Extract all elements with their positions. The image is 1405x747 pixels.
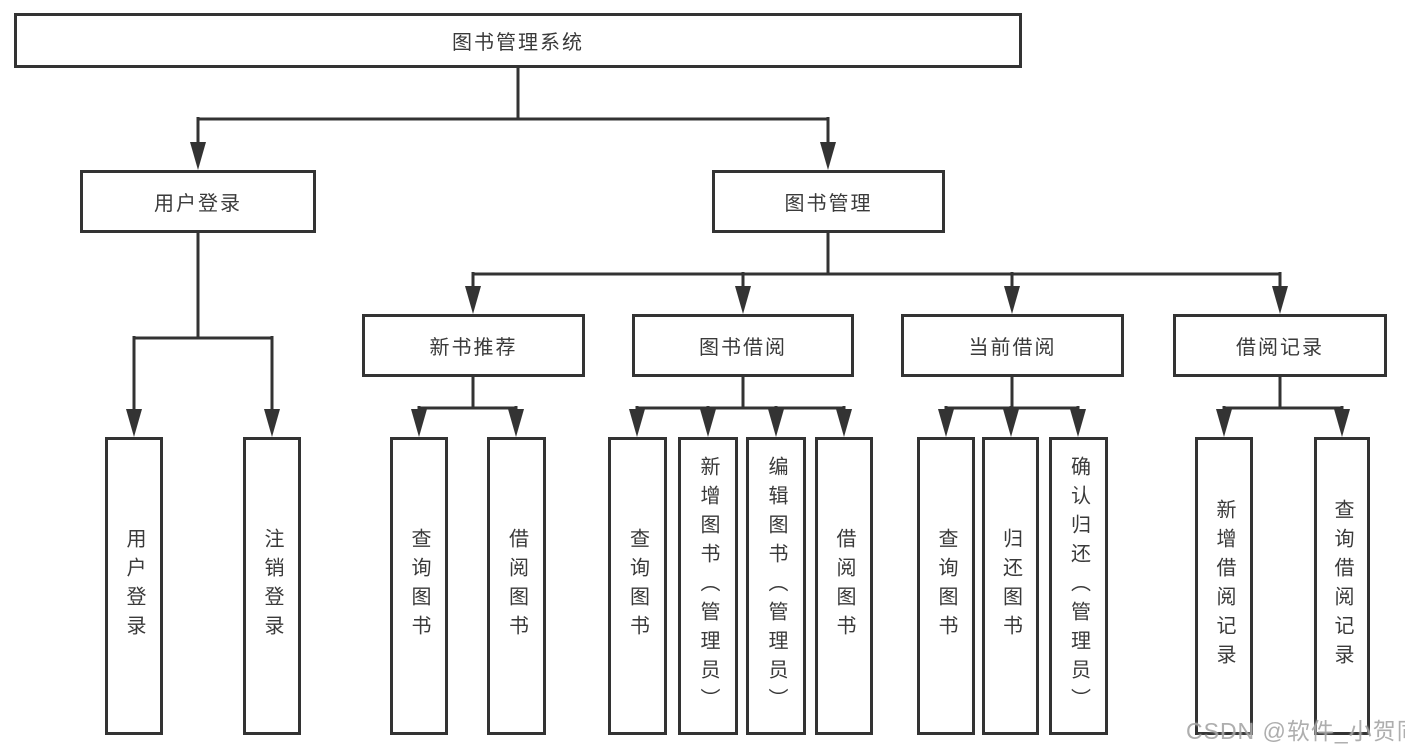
node-current-borrowing: 当前借阅 [901, 314, 1124, 377]
node-label: 用户登录 [154, 193, 242, 215]
leaf-label: 确认归还（管理员） [1067, 455, 1090, 717]
arrowheads [126, 142, 1350, 437]
leaf-logout: 注销登录 [243, 437, 301, 735]
leaf-confirm-return-admin: 确认归还（管理员） [1049, 437, 1108, 735]
node-label: 图书管理 [784, 193, 873, 215]
node-book-management: 图书管理 [712, 170, 945, 233]
node-book-borrowing: 图书借阅 [632, 314, 854, 377]
leaf-query-books-borrow: 查询图书 [608, 437, 667, 735]
leaf-return-books: 归还图书 [982, 437, 1039, 735]
leaf-label: 借阅图书 [505, 528, 528, 644]
node-label: 图书管理系统 [452, 32, 584, 54]
leaf-edit-books-admin: 编辑图书（管理员） [746, 437, 806, 735]
csdn-watermark: CSDN @软件_小贺同学 [1186, 718, 1405, 744]
node-library-management-system: 图书管理系统 [14, 13, 1022, 68]
leaf-label: 注销登录 [261, 528, 283, 644]
connector-lines [132, 68, 1344, 418]
leaf-label: 查询图书 [935, 528, 957, 644]
node-label: 图书借阅 [699, 337, 787, 359]
node-new-book-recommendation: 新书推荐 [362, 314, 585, 377]
leaf-borrow-books: 借阅图书 [815, 437, 873, 735]
leaf-label: 新增图书（管理员） [697, 455, 719, 717]
node-label: 当前借阅 [968, 337, 1057, 359]
leaf-add-borrow-record: 新增借阅记录 [1195, 437, 1253, 735]
leaf-add-books-admin: 新增图书（管理员） [678, 437, 738, 735]
node-label: 新书推荐 [429, 337, 518, 359]
leaf-label: 归还图书 [999, 528, 1022, 644]
leaf-query-books-current: 查询图书 [917, 437, 975, 735]
node-user-login: 用户登录 [80, 170, 316, 233]
node-label: 借阅记录 [1236, 337, 1324, 359]
leaf-label: 编辑图书（管理员） [765, 455, 787, 717]
leaf-label: 查询图书 [408, 528, 430, 644]
leaf-label: 新增借阅记录 [1213, 499, 1235, 673]
node-borrowing-records: 借阅记录 [1173, 314, 1387, 377]
leaf-query-borrow-record: 查询借阅记录 [1314, 437, 1370, 735]
leaf-label: 查询借阅记录 [1331, 499, 1353, 673]
leaf-label: 查询图书 [626, 528, 649, 644]
leaf-user-login: 用户登录 [105, 437, 163, 735]
leaf-label: 借阅图书 [833, 528, 855, 644]
leaf-label: 用户登录 [123, 528, 145, 644]
leaf-borrow-books-recommend: 借阅图书 [487, 437, 546, 735]
leaf-query-books-recommend: 查询图书 [390, 437, 448, 735]
